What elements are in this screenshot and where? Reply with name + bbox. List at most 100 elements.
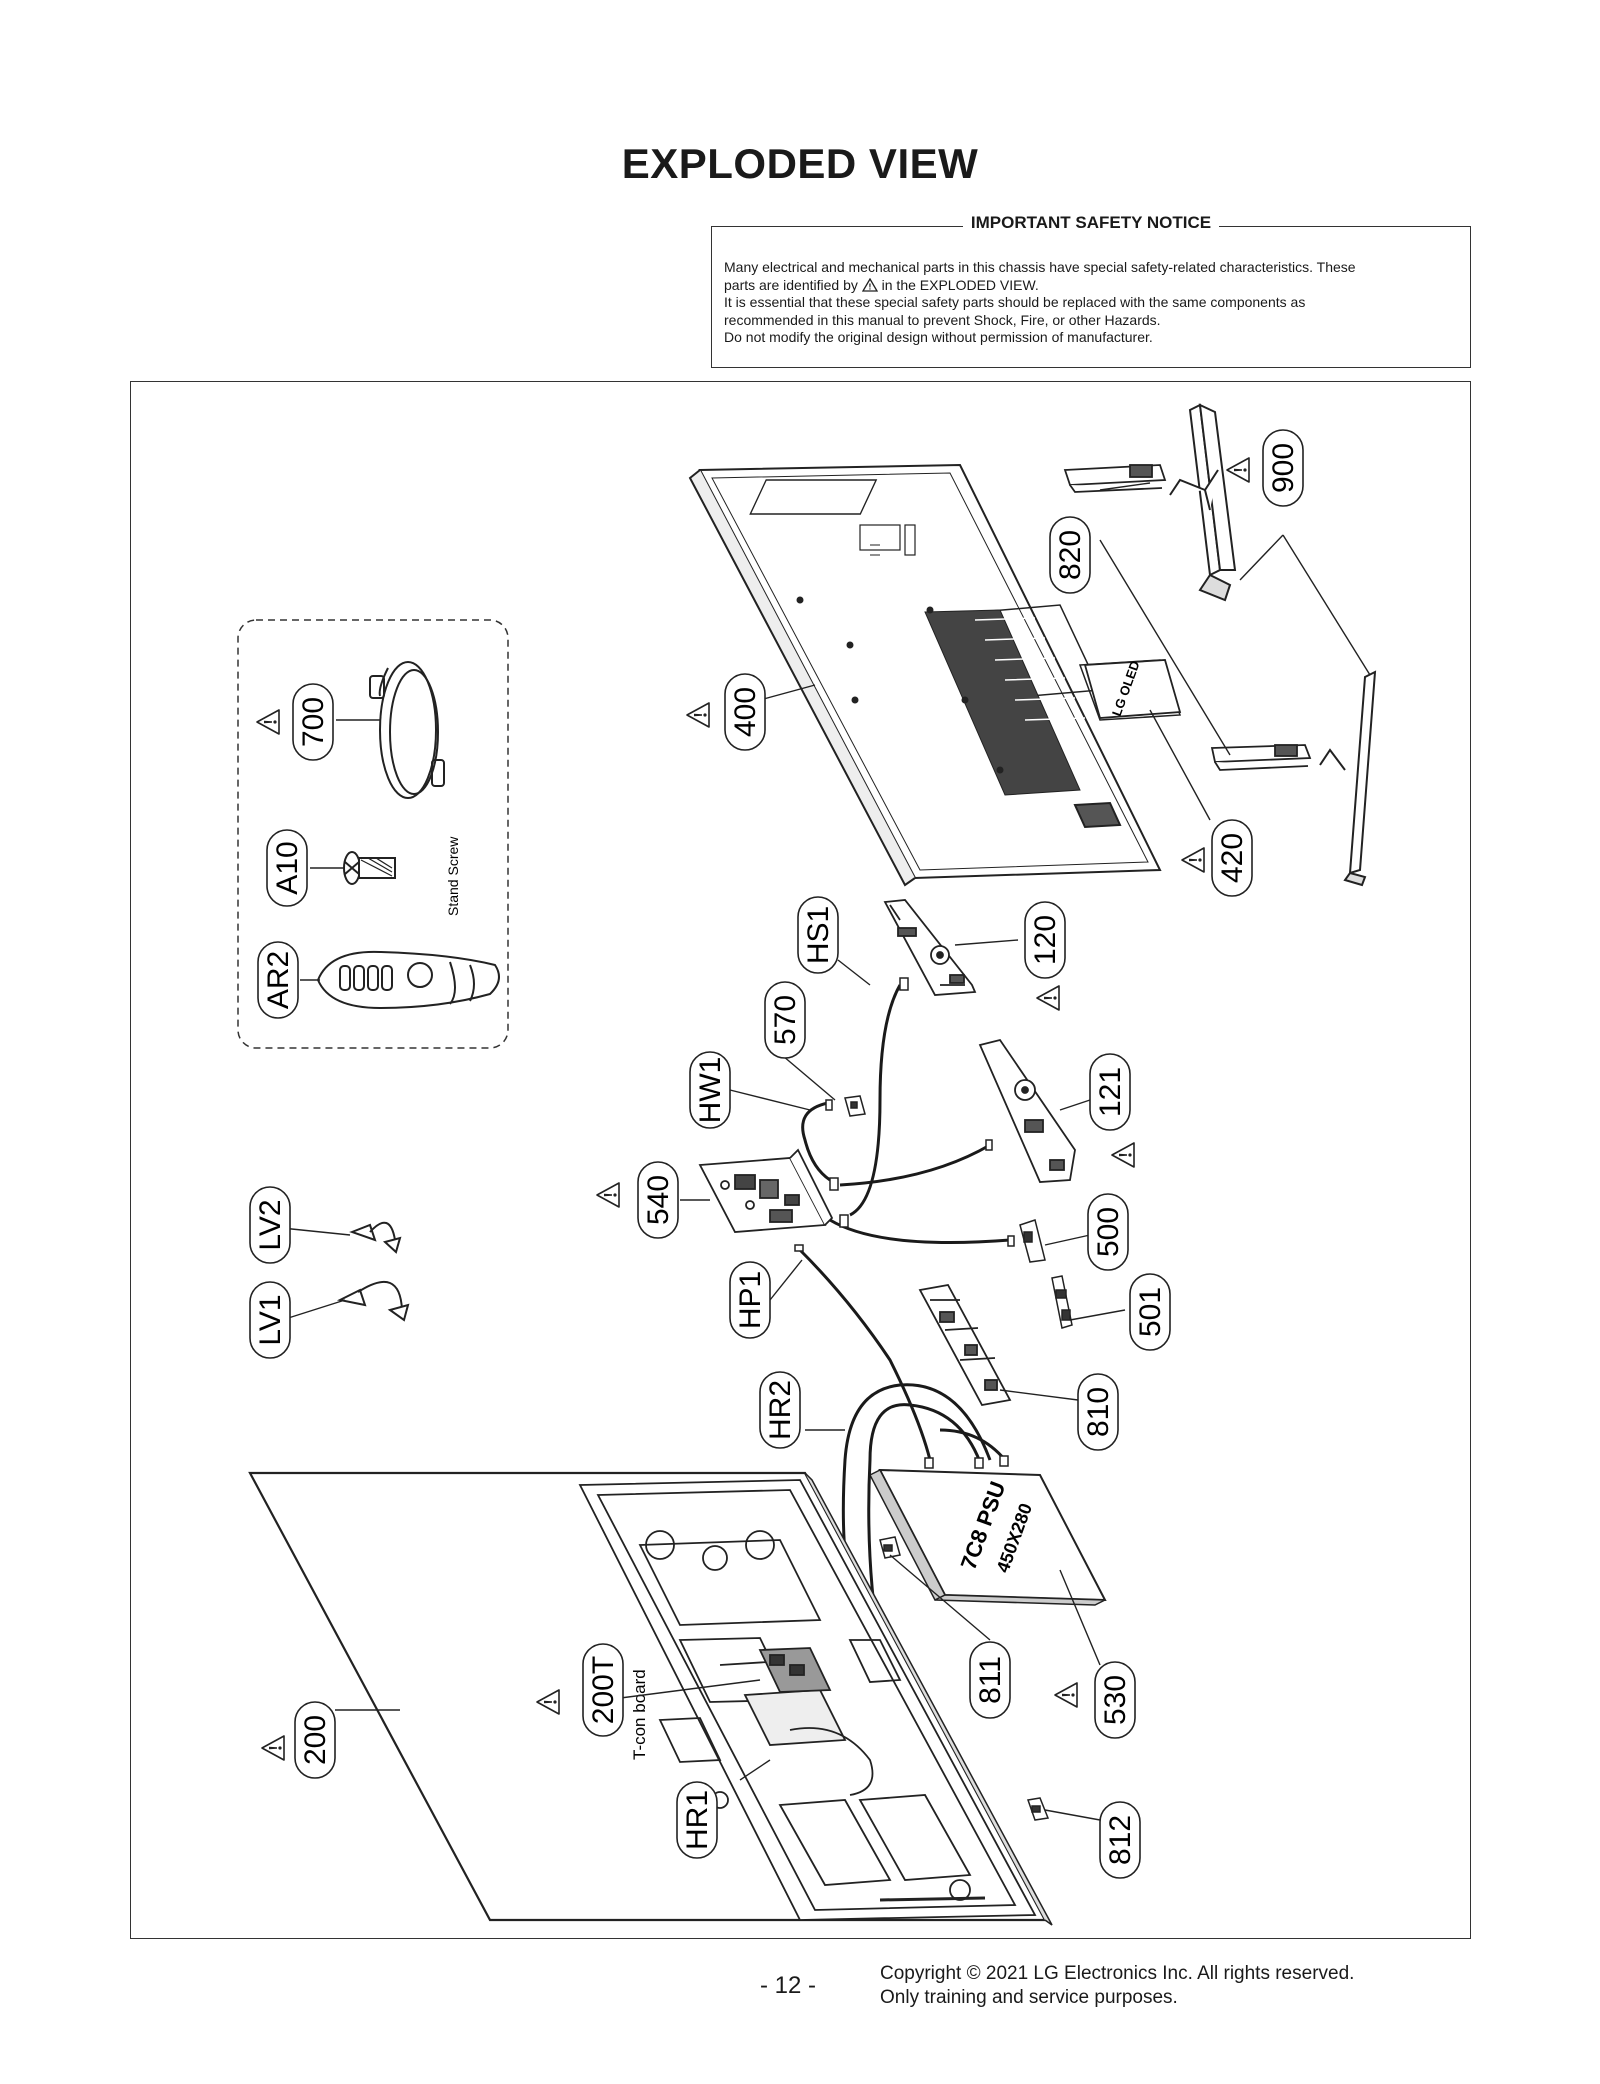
main-board [698, 1148, 834, 1233]
power-cord [369, 661, 445, 799]
small-clip [879, 1536, 901, 1559]
warning-triangle-icon [1226, 457, 1250, 483]
part-label-LV2: LV2 [249, 1186, 291, 1264]
part-label-HR1: HR1 [676, 1781, 718, 1859]
notice-line-3: It is essential that these special safet… [724, 294, 1306, 310]
warning-triangle-icon [1111, 1142, 1135, 1168]
warning-triangle-icon [686, 702, 710, 728]
remote-control [316, 950, 500, 1010]
svg-text:HW1: HW1 [694, 1057, 727, 1124]
ir-receiver-board [1019, 1219, 1046, 1263]
safety-notice-text: Many electrical and mechanical parts in … [724, 259, 1458, 347]
svg-text:LV1: LV1 [254, 1294, 287, 1345]
part-label-420: 420 [1211, 819, 1253, 897]
part-label-820: 820 [1049, 516, 1091, 594]
notice-line-5: Do not modify the original design withou… [724, 329, 1153, 345]
part-label-530: 530 [1094, 1661, 1136, 1739]
svg-text:501: 501 [1134, 1287, 1167, 1337]
diagram-frame [130, 381, 1471, 1939]
part-label-120: 120 [1024, 901, 1066, 979]
warning-triangle-icon [596, 1182, 620, 1208]
stand-bracket-upper [1063, 464, 1167, 493]
svg-text:810: 810 [1082, 1387, 1115, 1437]
small-bracket [1026, 1797, 1050, 1821]
warning-triangle-icon: ! [861, 277, 878, 292]
stand-leg-lower [1319, 670, 1377, 887]
copyright-block: Copyright © 2021 LG Electronics Inc. All… [880, 1962, 1354, 2010]
warning-triangle-icon [1181, 847, 1205, 873]
svg-text:500: 500 [1092, 1207, 1125, 1257]
wifi-module [844, 1095, 866, 1117]
lvds-cables [336, 1221, 410, 1322]
tcon-board [758, 1647, 832, 1693]
part-label-570: 570 [764, 981, 806, 1059]
part-label-540: 540 [637, 1161, 679, 1239]
part-label-HR2: HR2 [759, 1371, 801, 1449]
part-label-200T: 200T [582, 1643, 624, 1737]
copyright-text: Copyright © 2021 LG Electronics Inc. All… [880, 1963, 1355, 1984]
svg-text:200T: 200T [587, 1656, 620, 1724]
accessory-box [237, 619, 509, 1049]
safety-notice-heading: IMPORTANT SAFETY NOTICE [962, 213, 1220, 232]
part-label-700: 700 [292, 683, 334, 761]
warning-triangle-icon [1054, 1682, 1078, 1708]
svg-text:LV2: LV2 [254, 1199, 287, 1250]
svg-text:420: 420 [1216, 833, 1249, 883]
part-label-AR2: AR2 [257, 941, 299, 1019]
part-label-A10: A10 [266, 829, 308, 907]
cable-connectors [794, 977, 1015, 1469]
svg-text:HP1: HP1 [734, 1271, 767, 1329]
svg-text:530: 530 [1099, 1675, 1132, 1725]
warning-triangle-icon [256, 709, 280, 735]
part-label-812: 812 [1099, 1801, 1141, 1879]
svg-text:820: 820 [1054, 530, 1087, 580]
part-label-501: 501 [1129, 1273, 1171, 1351]
svg-text:120: 120 [1029, 915, 1062, 965]
logo-cover: LG OLED [1083, 659, 1182, 719]
power-supply-board: 7C8 PSU 450X280 [868, 1468, 1107, 1606]
part-label-810: 810 [1077, 1373, 1119, 1451]
warning-triangle-icon [1036, 985, 1060, 1011]
stand-bracket-lower [1210, 744, 1312, 771]
svg-text:200: 200 [299, 1715, 332, 1765]
notice-line-4: recommended in this manual to prevent Sh… [724, 311, 1161, 328]
svg-text:HR1: HR1 [681, 1790, 714, 1850]
svg-text:570: 570 [769, 995, 802, 1045]
page-number: - 12 - [760, 1972, 817, 1999]
usage-note: Only training and service purposes. [880, 1987, 1178, 2008]
svg-text:400: 400 [729, 687, 762, 737]
svg-text:540: 540 [642, 1175, 675, 1225]
speaker-right [883, 899, 977, 996]
warning-triangle-icon [261, 1735, 285, 1761]
svg-text:HS1: HS1 [802, 906, 835, 964]
svg-text:HR2: HR2 [764, 1380, 797, 1440]
part-label-HS1: HS1 [797, 896, 839, 974]
part-label-900: 900 [1262, 429, 1304, 507]
part-label-HP1: HP1 [729, 1261, 771, 1339]
svg-text:812: 812 [1104, 1815, 1137, 1865]
page-title: EXPLODED VIEW [621, 140, 979, 187]
notice-line-1: Many electrical and mechanical parts in … [724, 259, 1356, 275]
stand-leg-upper [1169, 403, 1237, 602]
mounting-bracket [918, 1283, 1012, 1407]
svg-text:!: ! [868, 282, 871, 291]
svg-text:AR2: AR2 [262, 951, 295, 1009]
svg-text:121: 121 [1094, 1067, 1127, 1117]
notice-line-2: parts are identified by ! in the EXPLODE… [724, 276, 1039, 293]
svg-text:811: 811 [974, 1656, 1007, 1704]
part-label-811: 811 [969, 1641, 1011, 1719]
stand-screw-label: Stand Screw [445, 836, 461, 916]
part-label-400: 400 [724, 673, 766, 751]
cables [798, 984, 1011, 1651]
stand-screw [343, 851, 396, 885]
middle-cabinet [578, 1479, 1037, 1921]
svg-text:900: 900 [1267, 443, 1300, 493]
speaker-left [978, 1038, 1076, 1183]
part-label-200: 200 [294, 1701, 336, 1779]
part-label-121: 121 [1089, 1053, 1131, 1131]
part-label-500: 500 [1087, 1193, 1129, 1271]
svg-text:700: 700 [297, 697, 330, 747]
tcon-board-label: T-con board [630, 1669, 649, 1760]
safety-notice-box: IMPORTANT SAFETY NOTICE Many electrical … [711, 213, 1471, 368]
